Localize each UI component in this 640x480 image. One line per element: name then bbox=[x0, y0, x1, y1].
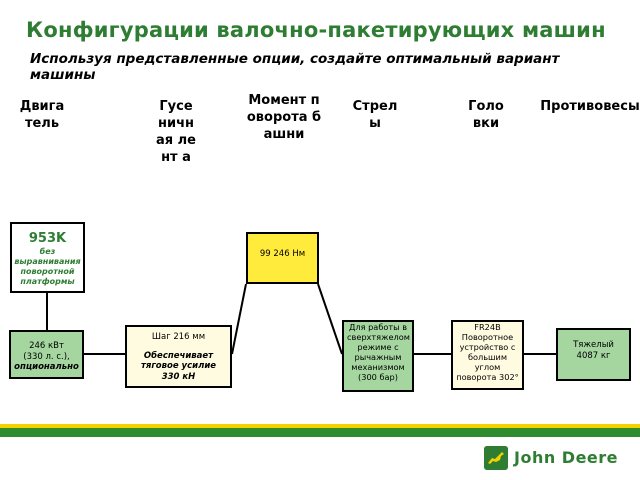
deer-icon bbox=[484, 446, 508, 470]
engine-power: 246 кВт bbox=[29, 341, 64, 351]
counterweight-box: Тяжелый 4087 кг bbox=[556, 328, 631, 381]
engine-box: 246 кВт (330 л. с.), опционально bbox=[9, 330, 84, 379]
engine-hp: (330 л. с.), bbox=[23, 351, 70, 362]
john-deere-logo: John Deere bbox=[484, 446, 619, 472]
model-note: без выравнивания поворотной платформы bbox=[14, 247, 81, 286]
track-box: Шаг 216 мм Обеспечивает тяговое усилие 3… bbox=[125, 325, 232, 388]
connector-track-torque bbox=[231, 283, 247, 355]
column-boom-label: Стрел ы bbox=[352, 99, 398, 131]
page-subtitle: Используя представленные опции, создайте… bbox=[30, 51, 560, 83]
torque-box: 99 246 Нм bbox=[246, 232, 319, 284]
head-box: FR24B Поворотное устройство с большим уг… bbox=[451, 320, 524, 390]
footer-yellow-stripe bbox=[0, 424, 640, 428]
column-counterweight-label: Противовесы bbox=[540, 99, 640, 114]
track-traction: Обеспечивает тяговое усилие 330 кН bbox=[140, 350, 217, 382]
page-title: Конфигурации валочно-пакетирующих машин bbox=[26, 18, 606, 42]
connector-torque-boom bbox=[317, 283, 343, 355]
model-box: 953K без выравнивания поворотной платфор… bbox=[10, 222, 85, 293]
column-engine-label: Двига тель bbox=[19, 99, 65, 131]
torque-value: 99 246 Нм bbox=[259, 249, 306, 259]
footer-green-stripe bbox=[0, 428, 640, 437]
boom-description: Для работы в сверхтяжелом режиме с рычаж… bbox=[347, 322, 410, 382]
track-pitch: Шаг 216 мм bbox=[151, 332, 206, 342]
column-head-label: Голо вки bbox=[468, 99, 504, 131]
boom-box: Для работы в сверхтяжелом режиме с рычаж… bbox=[342, 320, 414, 392]
counterweight-mass: 4087 кг bbox=[576, 350, 611, 361]
column-torque-label: Момент поворота башни bbox=[246, 93, 322, 142]
head-description: FR24B Поворотное устройство с большим уг… bbox=[456, 322, 519, 382]
model-name: 953K bbox=[28, 231, 67, 246]
counterweight-type: Тяжелый bbox=[573, 340, 614, 350]
column-track-label: Гусе ничн ая лент а bbox=[156, 99, 196, 165]
logo-text: John Deere bbox=[514, 448, 619, 467]
engine-optional: опционально bbox=[14, 362, 79, 372]
